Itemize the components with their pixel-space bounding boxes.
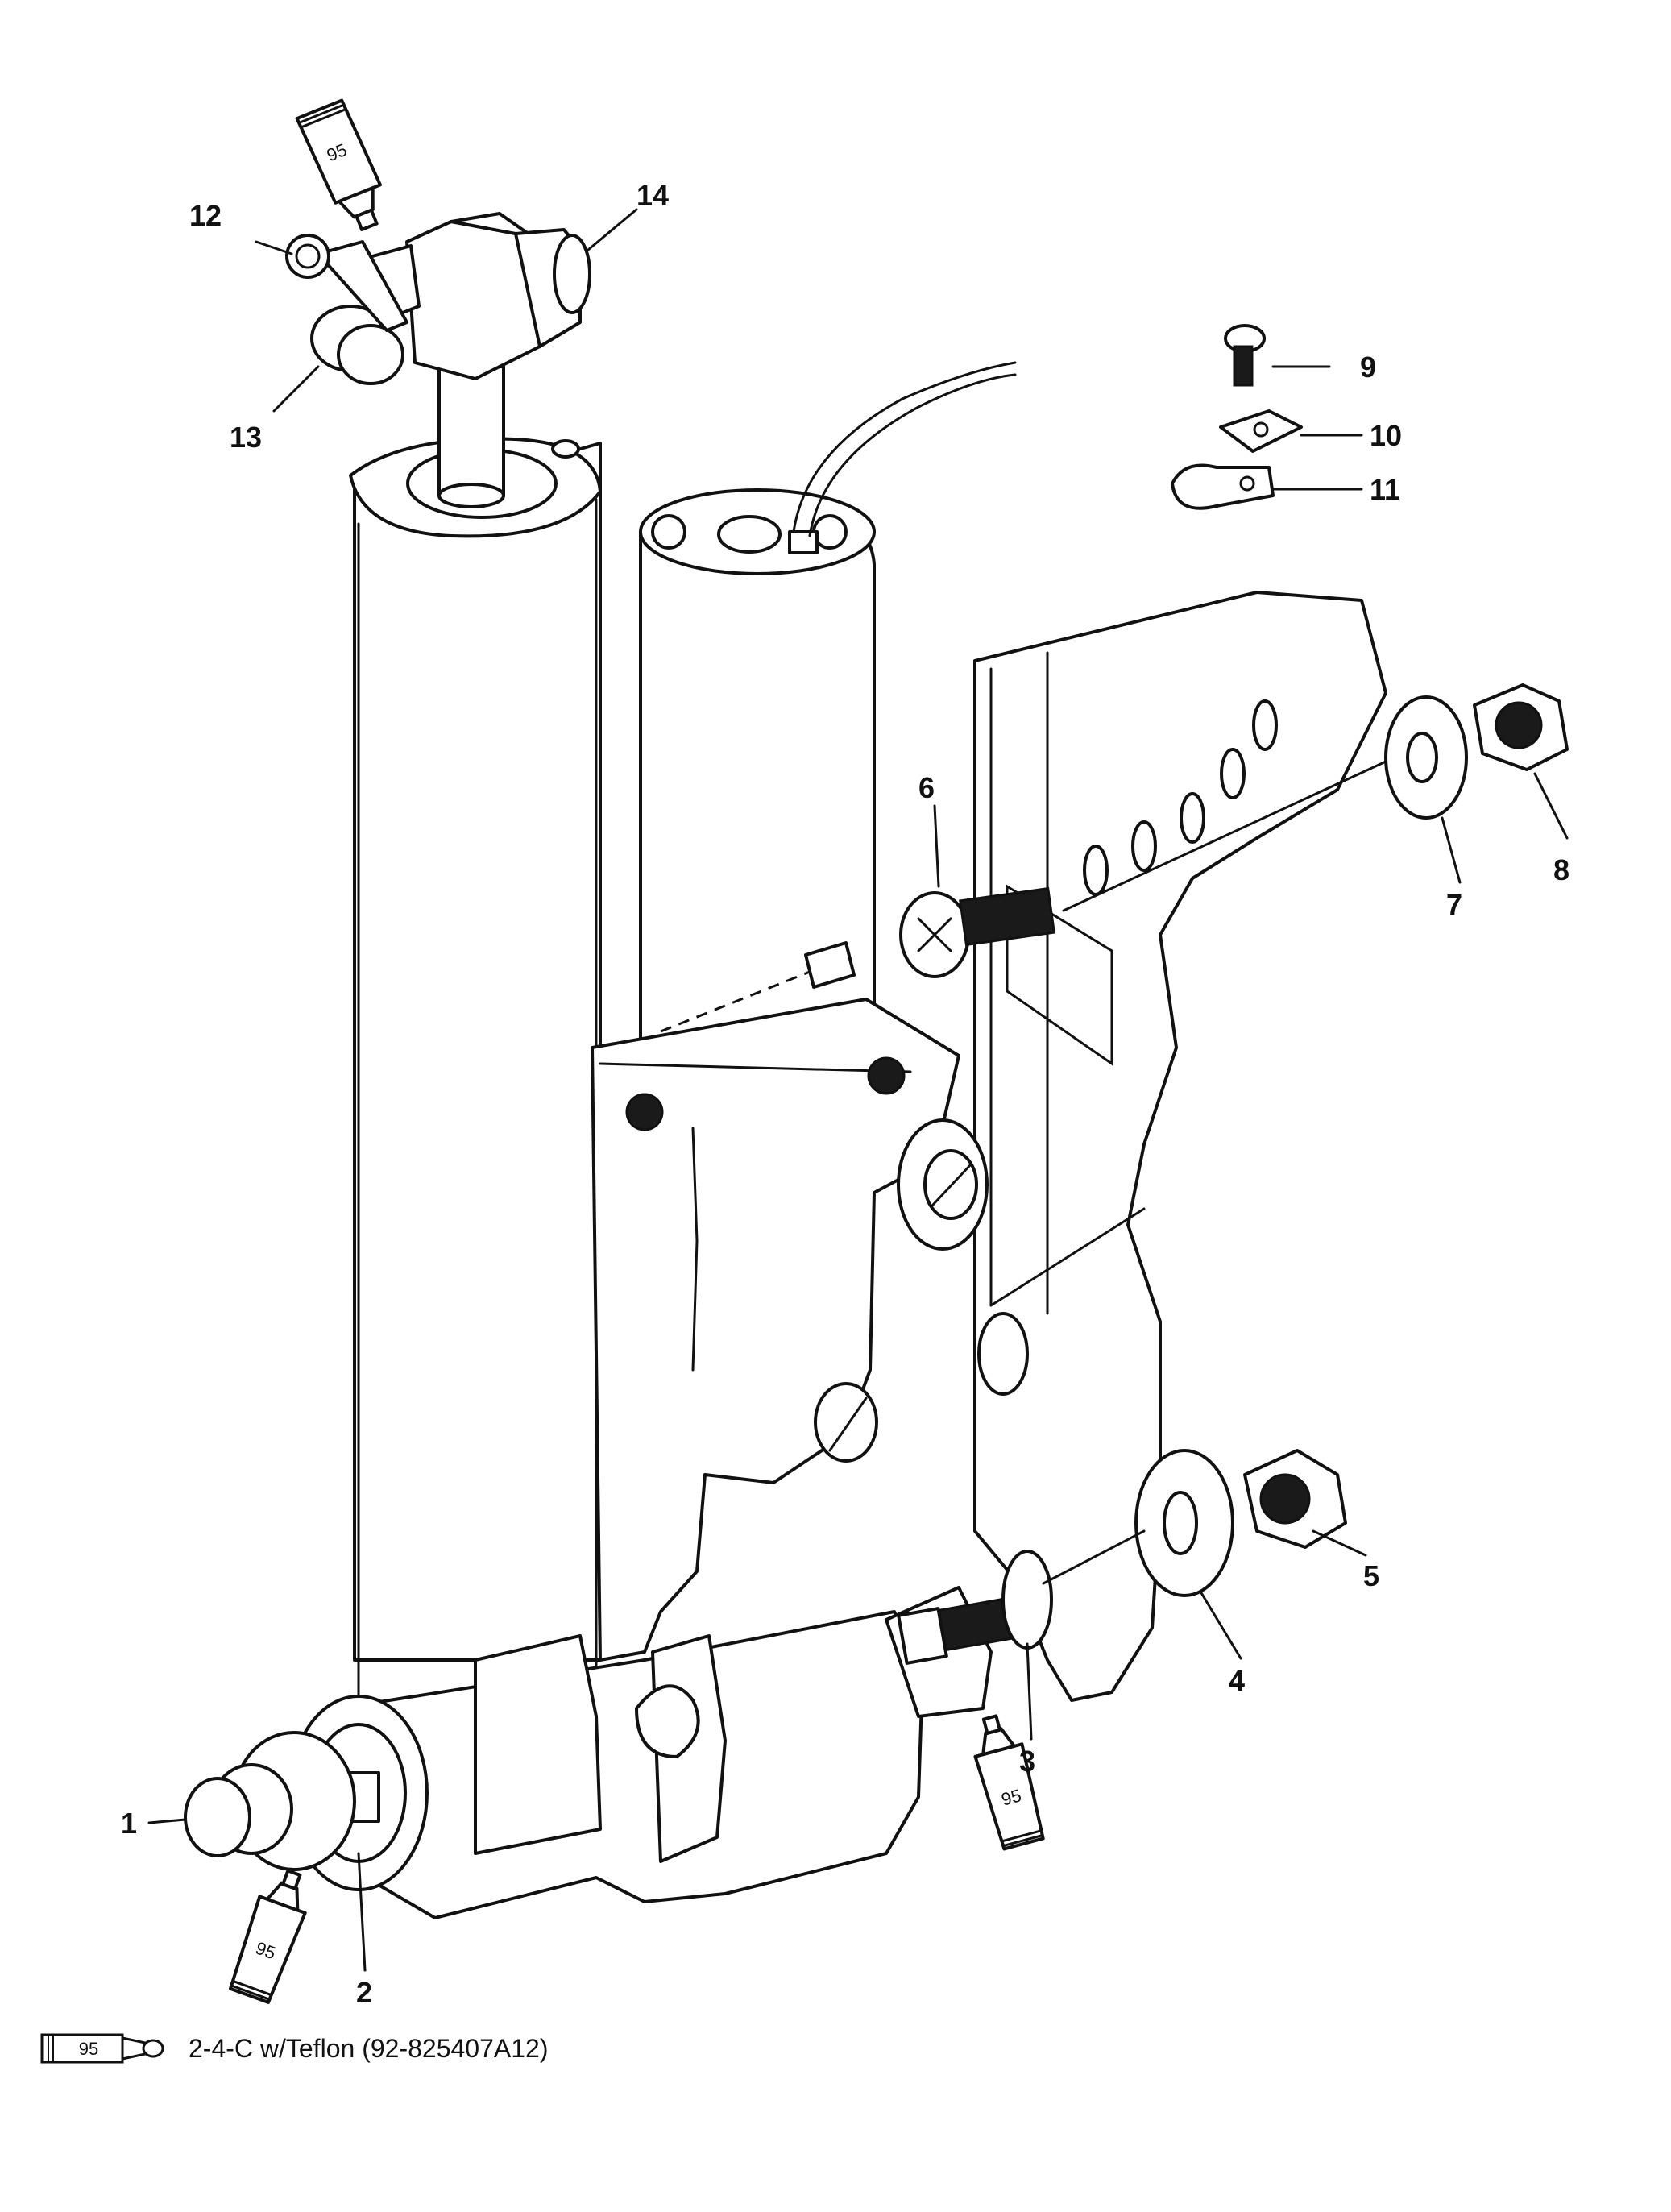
adjustment-hole — [1252, 699, 1278, 751]
j-clip — [1219, 409, 1303, 453]
clip-hardware — [1171, 324, 1303, 510]
lubricant-tube-bottom-left: 95 — [228, 1869, 307, 2004]
piston-rod — [437, 365, 505, 497]
fitting-pin — [317, 240, 408, 332]
legend-tube-label: 95 — [79, 2039, 98, 2059]
cylinder-base — [337, 1586, 993, 1919]
lubricant-tube-icon: 95 — [40, 2033, 164, 2064]
callout-7: 7 — [1446, 888, 1462, 921]
pump-bolt — [625, 1093, 664, 1131]
fitting-o-ring — [285, 234, 330, 279]
upper-mount-bolt-thread — [959, 886, 1056, 947]
callout-6: 6 — [918, 771, 935, 804]
lower-pivot-assembly — [184, 1695, 429, 1891]
callout-1: 1 — [121, 1807, 137, 1840]
adjustment-hole — [1083, 845, 1109, 896]
trim-cylinder — [349, 365, 602, 1710]
callout-9: 9 — [1360, 351, 1376, 384]
callout-8: 8 — [1553, 853, 1569, 886]
pivot-bolt-head — [184, 1777, 251, 1857]
bracket-hole — [977, 1312, 1029, 1396]
adjustment-hole — [1180, 792, 1205, 844]
callout-4: 4 — [1229, 1664, 1245, 1697]
adjustment-hole — [1131, 820, 1157, 872]
pump-bolt — [867, 1056, 906, 1095]
callout-3: 3 — [1019, 1745, 1035, 1778]
lubricant-tube-top: 95 — [295, 98, 382, 231]
callout-14: 14 — [636, 179, 669, 212]
transom-bracket — [973, 591, 1387, 1702]
cable-clamp — [1171, 463, 1275, 510]
trim-motor — [591, 361, 1017, 1662]
callout-12: 12 — [189, 199, 222, 232]
callout-13: 13 — [230, 421, 262, 454]
manual-release-screw — [814, 1382, 878, 1463]
callout-5: 5 — [1363, 1559, 1379, 1592]
lower-mount-bushing — [1001, 1550, 1053, 1650]
upper-mount-hardware — [899, 683, 1569, 978]
hidden-fitting — [804, 941, 856, 989]
hose-fitting-assembly — [285, 212, 591, 385]
callout-10: 10 — [1370, 419, 1402, 452]
lower-mount-hardware — [897, 1449, 1347, 1665]
motor-bolt — [651, 514, 686, 550]
adjustment-hole — [1220, 748, 1246, 799]
clip-screw-shank — [1233, 345, 1254, 387]
callout-2: 2 — [356, 1976, 372, 2009]
lubricant-legend: 95 2-4-C w/Teflon (92-825407A12) — [40, 2028, 548, 2069]
callout-11: 11 — [1370, 473, 1400, 506]
lubricant-tube-bottom-right: 95 — [973, 1714, 1045, 1851]
legend-text: 2-4-C w/Teflon (92-825407A12) — [189, 2033, 549, 2063]
